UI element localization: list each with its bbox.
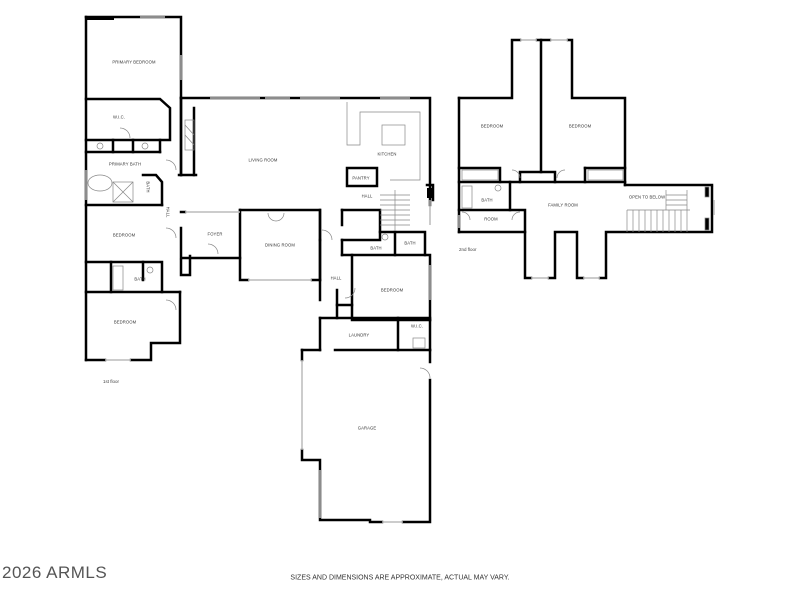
room-label-bedroom-right: BEDROOM — [568, 123, 592, 129]
room-label-garage: GARAGE — [357, 425, 377, 431]
room-label-dining-room: DINING ROOM — [265, 242, 295, 248]
room-label-bath-west: BATH — [134, 276, 146, 282]
room-label-bath-east-2: BATH — [404, 240, 416, 246]
room-label-bath-2f: BATH — [481, 197, 493, 203]
floor1-windows — [85, 16, 431, 523]
room-label-wic-east: W.I.C. — [411, 323, 423, 329]
room-label-room-2f: ROOM — [484, 216, 498, 222]
room-label-pantry: PANTRY — [352, 175, 370, 181]
floor2-label: 2nd floor — [459, 247, 477, 252]
room-label-bath-east: BATH — [370, 245, 382, 251]
room-label-hall-east: HALL — [330, 275, 342, 281]
floor1-walls — [84, 15, 435, 524]
floor2-fixtures — [461, 169, 710, 232]
room-label-kitchen: KITCHEN — [377, 151, 397, 157]
floor1-label: 1st floor — [103, 379, 120, 384]
room-label-hall-north: HALL — [361, 193, 373, 199]
room-label-living-room: LIVING ROOM — [248, 157, 278, 163]
room-label-primary-bath: PRIMARY BATH — [108, 161, 142, 167]
room-label-open-to-below: OPEN TO BELOW — [628, 194, 666, 200]
room-label-bedroom-west: BEDROOM — [112, 232, 136, 238]
room-label-wic-primary: W.I.C. — [113, 114, 125, 120]
disclaimer: SIZES AND DIMENSIONS ARE APPROXIMATE, AC… — [290, 574, 510, 582]
room-label-family-room: FAMILY ROOM — [548, 202, 578, 208]
room-label-foyer: FOYER — [207, 231, 223, 237]
floor1-fixtures — [87, 102, 431, 379]
floor2-walls — [457, 38, 714, 280]
room-label-bedroom-southwest: BEDROOM — [113, 319, 137, 325]
room-label-bedroom-east: BEDROOM — [380, 287, 404, 293]
room-label-bedroom-left: BEDROOM — [480, 123, 504, 129]
room-label-bath-primary-wc: BATH — [145, 181, 151, 193]
watermark: 2026 ARMLS — [2, 563, 108, 582]
floor2-windows — [458, 39, 715, 279]
room-label-primary-bedroom: PRIMARY BEDROOM — [112, 59, 156, 65]
room-label-laundry: LAUNDRY — [348, 332, 370, 338]
room-label-hall-west: HALL — [165, 206, 171, 218]
